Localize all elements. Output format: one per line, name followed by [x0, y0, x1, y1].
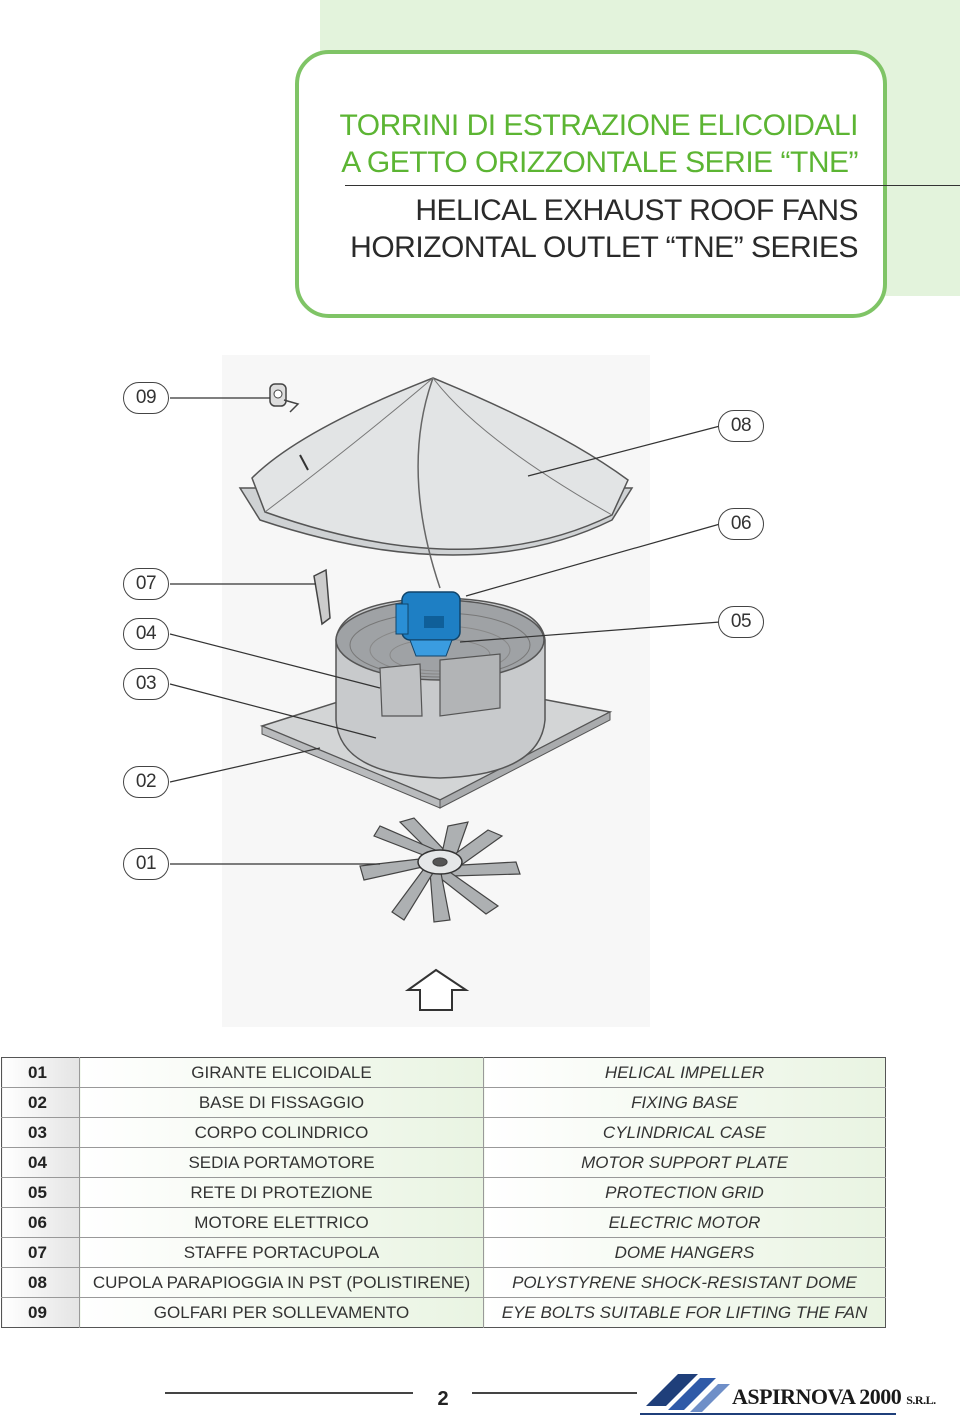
- title-english-line2: HORIZONTAL OUTLET “TNE” SERIES: [350, 231, 858, 264]
- part-number: 08: [1, 1267, 80, 1298]
- footer-rule-left: [165, 1392, 413, 1394]
- company-suffix: S.R.L.: [906, 1393, 936, 1407]
- table-row: 09 GOLFARI PER SOLLEVAMENTO EYE BOLTS SU…: [1, 1297, 886, 1328]
- callout-09: 09: [123, 382, 169, 414]
- part-name-italian: BASE DI FISSAGGIO: [79, 1087, 484, 1118]
- company-name: ASPIRNOVA 2000 S.R.L.: [732, 1384, 936, 1410]
- part-number: 05: [1, 1177, 80, 1208]
- part-name-italian: MOTORE ELETTRICO: [79, 1207, 484, 1238]
- callout-02: 02: [123, 766, 169, 798]
- callout-03: 03: [123, 668, 169, 700]
- part-number: 03: [1, 1117, 80, 1148]
- callout-01: 01: [123, 848, 169, 880]
- part-name-english: CYLINDRICAL CASE: [483, 1117, 886, 1148]
- table-row: 03 CORPO COLINDRICO CYLINDRICAL CASE: [1, 1117, 886, 1148]
- part-name-italian: STAFFE PORTACUPOLA: [79, 1237, 484, 1268]
- part-name-english: PROTECTION GRID: [483, 1177, 886, 1208]
- dome-hanger-part: [313, 568, 331, 626]
- part-name-english: EYE BOLTS SUITABLE FOR LIFTING THE FAN: [483, 1297, 886, 1328]
- helical-impeller-part: [359, 817, 521, 923]
- part-name-italian: CUPOLA PARAPIOGGIA IN PST (POLISTIRENE): [79, 1267, 484, 1298]
- part-name-english: HELICAL IMPELLER: [483, 1057, 886, 1088]
- table-row: 02 BASE DI FISSAGGIO FIXING BASE: [1, 1087, 886, 1118]
- part-name-italian: GIRANTE ELICOIDALE: [79, 1057, 484, 1088]
- dome-part: [238, 377, 634, 589]
- title-box: [295, 50, 887, 318]
- part-number: 01: [1, 1057, 80, 1088]
- callout-07: 07: [123, 568, 169, 600]
- title-divider: [345, 185, 960, 186]
- part-name-english: FIXING BASE: [483, 1087, 886, 1118]
- table-row: 06 MOTORE ELETTRICO ELECTRIC MOTOR: [1, 1207, 886, 1238]
- part-number: 09: [1, 1297, 80, 1328]
- part-number: 07: [1, 1237, 80, 1268]
- company-name-main: ASPIRNOVA 2000: [732, 1384, 902, 1409]
- eye-bolt-part: [269, 383, 300, 413]
- part-number: 04: [1, 1147, 80, 1178]
- callout-04: 04: [123, 618, 169, 650]
- part-name-english: POLYSTYRENE SHOCK-RESISTANT DOME: [483, 1267, 886, 1298]
- part-name-italian: GOLFARI PER SOLLEVAMENTO: [79, 1297, 484, 1328]
- part-name-italian: SEDIA PORTAMOTORE: [79, 1147, 484, 1178]
- leader-lines: [169, 397, 721, 865]
- title-italian-line2: A GETTO ORIZZONTALE SERIE “TNE”: [341, 146, 858, 179]
- part-name-english: MOTOR SUPPORT PLATE: [483, 1147, 886, 1178]
- part-name-english: ELECTRIC MOTOR: [483, 1207, 886, 1238]
- title-italian-line1: TORRINI DI ESTRAZIONE ELICOIDALI: [339, 109, 858, 142]
- airflow-arrow: [404, 968, 470, 1011]
- part-name-italian: CORPO COLINDRICO: [79, 1117, 484, 1148]
- callout-06: 06: [718, 508, 764, 540]
- parts-table: 01 GIRANTE ELICOIDALE HELICAL IMPELLER 0…: [1, 1057, 886, 1328]
- table-row: 08 CUPOLA PARAPIOGGIA IN PST (POLISTIREN…: [1, 1267, 886, 1298]
- part-number: 06: [1, 1207, 80, 1238]
- callout-08: 08: [718, 410, 764, 442]
- table-row: 07 STAFFE PORTACUPOLA DOME HANGERS: [1, 1237, 886, 1268]
- exploded-fan-drawing: [169, 355, 721, 1027]
- part-name-english: DOME HANGERS: [483, 1237, 886, 1268]
- footer-rule-right: [472, 1392, 637, 1394]
- electric-motor-part: [395, 591, 461, 657]
- table-row: 01 GIRANTE ELICOIDALE HELICAL IMPELLER: [1, 1057, 886, 1088]
- page-number: 2: [437, 1388, 449, 1410]
- table-row: 04 SEDIA PORTAMOTORE MOTOR SUPPORT PLATE: [1, 1147, 886, 1178]
- title-english-line1: HELICAL EXHAUST ROOF FANS: [415, 194, 858, 227]
- callout-05: 05: [718, 606, 764, 638]
- aspirnova-logo-icon: [640, 1374, 896, 1415]
- part-name-italian: RETE DI PROTEZIONE: [79, 1177, 484, 1208]
- part-number: 02: [1, 1087, 80, 1118]
- table-row: 05 RETE DI PROTEZIONE PROTECTION GRID: [1, 1177, 886, 1208]
